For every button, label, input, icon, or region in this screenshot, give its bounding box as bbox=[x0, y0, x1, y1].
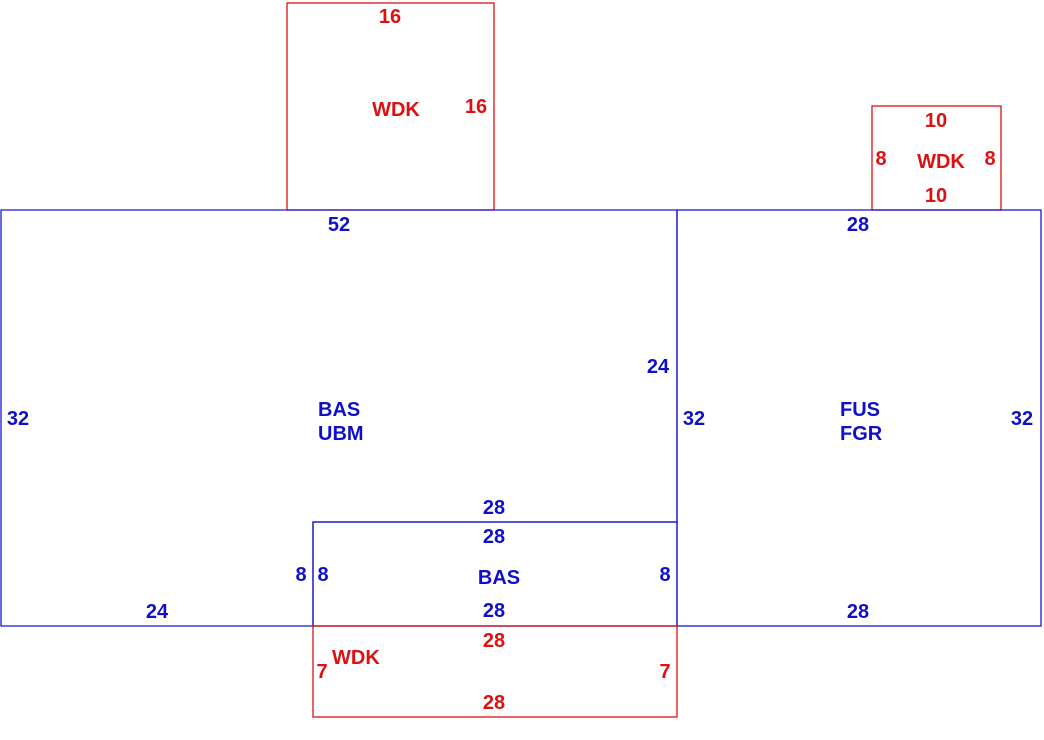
wdk-right-right-dim: 8 bbox=[984, 148, 995, 170]
bas-main-code: BAS bbox=[318, 399, 360, 421]
wdk-right-top-dim: 10 bbox=[925, 110, 947, 132]
wdk-bottom-area: 28 WDK 7 7 28 bbox=[312, 625, 678, 718]
wdk-right-bottom-dim: 10 bbox=[925, 185, 947, 207]
wdk-bottom-left-dim: 7 bbox=[316, 661, 327, 683]
wdk-right-label: WDK bbox=[917, 151, 965, 173]
wdk-bottom-top-dim: 28 bbox=[483, 630, 505, 652]
bas-main-bottom-left-dim: 24 bbox=[146, 601, 169, 623]
bas-small-bottom-dim: 28 bbox=[483, 600, 505, 622]
fus-garage-code: FUS bbox=[840, 399, 880, 421]
bas-small-top-dim: 28 bbox=[483, 526, 505, 548]
fus-garage-left-dim: 32 bbox=[683, 408, 705, 430]
wdk-top-top-dim: 16 bbox=[379, 6, 401, 28]
fus-garage-top-dim: 28 bbox=[847, 214, 869, 236]
fus-garage-outline bbox=[676, 209, 1042, 627]
wdk-right-area: 10 8 WDK 8 10 bbox=[871, 105, 1002, 211]
wdk-top-area: 16 WDK 16 bbox=[286, 2, 495, 211]
fus-garage-bottom-dim: 28 bbox=[847, 601, 869, 623]
fus-garage-subcode: FGR bbox=[840, 423, 883, 445]
bas-main-top-dim: 52 bbox=[328, 214, 350, 236]
wdk-bottom-label: WDK bbox=[332, 647, 380, 669]
bas-main-subcode: UBM bbox=[318, 423, 364, 445]
fus-garage-area: 28 32 32 FUS FGR 28 bbox=[676, 209, 1042, 627]
wdk-bottom-right-dim: 7 bbox=[659, 661, 670, 683]
wdk-top-right-dim: 16 bbox=[465, 96, 487, 118]
bas-small-left-dim: 8 bbox=[317, 564, 328, 586]
bas-small-right-dim: 8 bbox=[659, 564, 670, 586]
wdk-bottom-outline bbox=[312, 625, 678, 718]
bas-main-notch-top-dim: 28 bbox=[483, 497, 505, 519]
bas-main-right-upper-dim: 24 bbox=[647, 356, 670, 378]
wdk-bottom-bottom-dim: 28 bbox=[483, 692, 505, 714]
bas-small-label: BAS bbox=[478, 567, 520, 589]
wdk-top-label: WDK bbox=[372, 99, 420, 121]
bas-main-notch-left-dim: 8 bbox=[295, 564, 306, 586]
wdk-right-left-dim: 8 bbox=[875, 148, 886, 170]
bas-main-left-dim: 32 bbox=[7, 408, 29, 430]
bas-small-area: 28 8 BAS 8 28 bbox=[312, 521, 678, 627]
fus-garage-right-dim: 32 bbox=[1011, 408, 1033, 430]
bas-main-area: 52 32 24 BAS UBM 28 8 24 bbox=[0, 209, 678, 627]
